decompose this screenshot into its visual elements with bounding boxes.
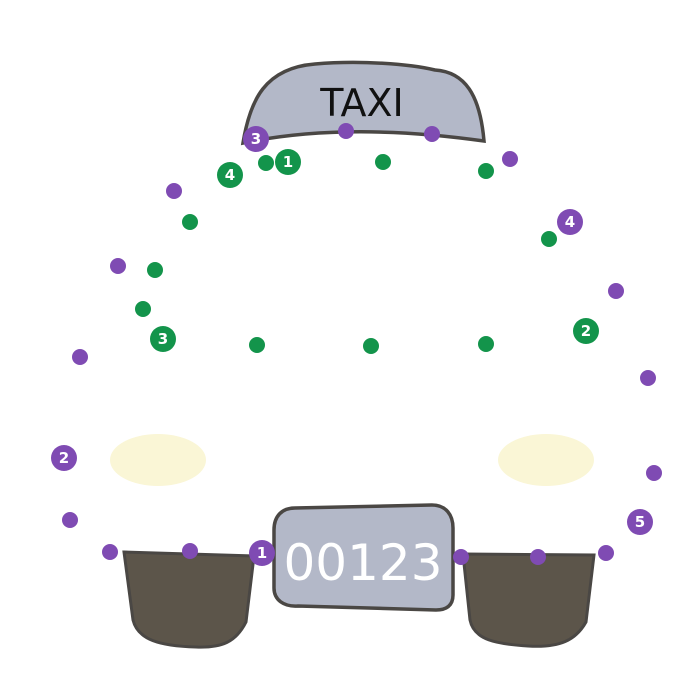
- purple-dot-5[interactable]: 5: [627, 509, 653, 535]
- purple-dot[interactable]: [102, 544, 118, 560]
- purple-dot[interactable]: [72, 349, 88, 365]
- purple-dot[interactable]: [424, 126, 440, 142]
- green-dot-1[interactable]: 1: [275, 149, 301, 175]
- license-plate: [272, 503, 455, 612]
- purple-dot[interactable]: [338, 123, 354, 139]
- left-headlight: [110, 434, 206, 486]
- green-dot[interactable]: [478, 163, 494, 179]
- purple-dot[interactable]: [502, 151, 518, 167]
- green-dot[interactable]: [135, 301, 151, 317]
- purple-dot[interactable]: [62, 512, 78, 528]
- purple-dot[interactable]: [598, 545, 614, 561]
- green-dot[interactable]: [478, 336, 494, 352]
- purple-dot[interactable]: [182, 543, 198, 559]
- purple-dot[interactable]: [530, 549, 546, 565]
- taxi-roof-sign: [240, 60, 486, 146]
- green-numbered-dots: 1 2 3 4: [150, 149, 599, 352]
- left-wheel: [122, 550, 256, 649]
- purple-dot[interactable]: [453, 549, 469, 565]
- green-dot[interactable]: [182, 214, 198, 230]
- purple-numbered-dots: 1 2 3 4 5: [51, 126, 653, 566]
- purple-dot-4[interactable]: 4: [557, 209, 583, 235]
- green-dot-3[interactable]: 3: [150, 326, 176, 352]
- dot-label: 1: [257, 544, 267, 562]
- green-dots: [135, 154, 557, 354]
- dot-label: 3: [158, 330, 168, 348]
- right-headlight: [498, 434, 594, 486]
- dot-label: 5: [635, 513, 645, 531]
- green-dot[interactable]: [258, 155, 274, 171]
- purple-dot-3[interactable]: 3: [243, 126, 269, 152]
- green-dot[interactable]: [375, 154, 391, 170]
- green-dot[interactable]: [147, 262, 163, 278]
- right-wheel: [461, 552, 596, 648]
- purple-dot-2[interactable]: 2: [51, 445, 77, 471]
- plate-number: 00123: [283, 534, 442, 592]
- dot-label: 4: [225, 166, 235, 184]
- purple-dot[interactable]: [646, 465, 662, 481]
- green-dot[interactable]: [249, 337, 265, 353]
- dot-label: 4: [565, 213, 575, 231]
- purple-dot-1[interactable]: 1: [249, 540, 275, 566]
- green-dot-2[interactable]: 2: [573, 318, 599, 344]
- green-dot-4[interactable]: 4: [217, 162, 243, 188]
- purple-dot[interactable]: [640, 370, 656, 386]
- sign-text: TAXI: [319, 81, 404, 125]
- dot-label: 2: [581, 322, 591, 340]
- dot-label: 3: [251, 130, 261, 148]
- dot-label: 1: [283, 153, 293, 171]
- purple-dots: [62, 123, 662, 565]
- purple-dot[interactable]: [166, 183, 182, 199]
- purple-dot[interactable]: [608, 283, 624, 299]
- green-dot[interactable]: [363, 338, 379, 354]
- purple-dot[interactable]: [110, 258, 126, 274]
- green-dot[interactable]: [541, 231, 557, 247]
- dot-label: 2: [59, 449, 69, 467]
